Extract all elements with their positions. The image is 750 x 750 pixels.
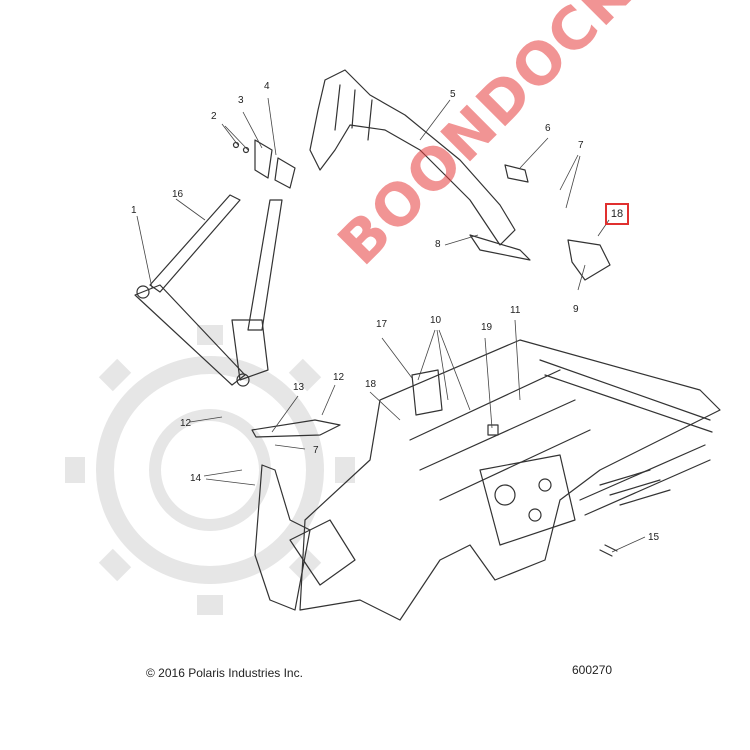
upper-frame-tube <box>309 69 516 246</box>
callout-17[interactable]: 17 <box>376 319 388 330</box>
vertical-strut <box>247 199 283 331</box>
callout-13[interactable]: 13 <box>293 382 305 393</box>
side-strut <box>134 284 246 386</box>
callout-14[interactable]: 14 <box>190 473 202 484</box>
copyright-text: © 2016 Polaris Industries Inc. <box>146 666 303 680</box>
chassis-tunnel <box>299 339 721 621</box>
callout-6[interactable]: 6 <box>545 123 551 134</box>
callout-3[interactable]: 3 <box>238 95 244 106</box>
callout-5[interactable]: 5 <box>450 89 456 100</box>
callout-16[interactable]: 16 <box>172 189 184 200</box>
callout-12[interactable]: 12 <box>180 418 192 429</box>
callout-19[interactable]: 19 <box>481 322 493 333</box>
callout-1[interactable]: 1 <box>131 205 137 216</box>
callout-8[interactable]: 8 <box>435 239 441 250</box>
front-strut <box>149 194 241 293</box>
callout-9[interactable]: 9 <box>573 304 579 315</box>
callout-7-lower[interactable]: 7 <box>313 445 319 456</box>
callout-15[interactable]: 15 <box>648 532 660 543</box>
diagram-number: 600270 <box>572 663 613 677</box>
callout-4[interactable]: 4 <box>264 81 270 92</box>
callout-11[interactable]: 11 <box>510 305 521 316</box>
callout-12-upper[interactable]: 12 <box>333 372 345 383</box>
callout-18-highlighted[interactable]: 18 <box>605 203 629 225</box>
callout-10[interactable]: 10 <box>430 315 442 326</box>
callout-18-frame[interactable]: 18 <box>365 379 377 390</box>
callout-2[interactable]: 2 <box>211 111 217 122</box>
callout-7[interactable]: 7 <box>578 140 584 151</box>
